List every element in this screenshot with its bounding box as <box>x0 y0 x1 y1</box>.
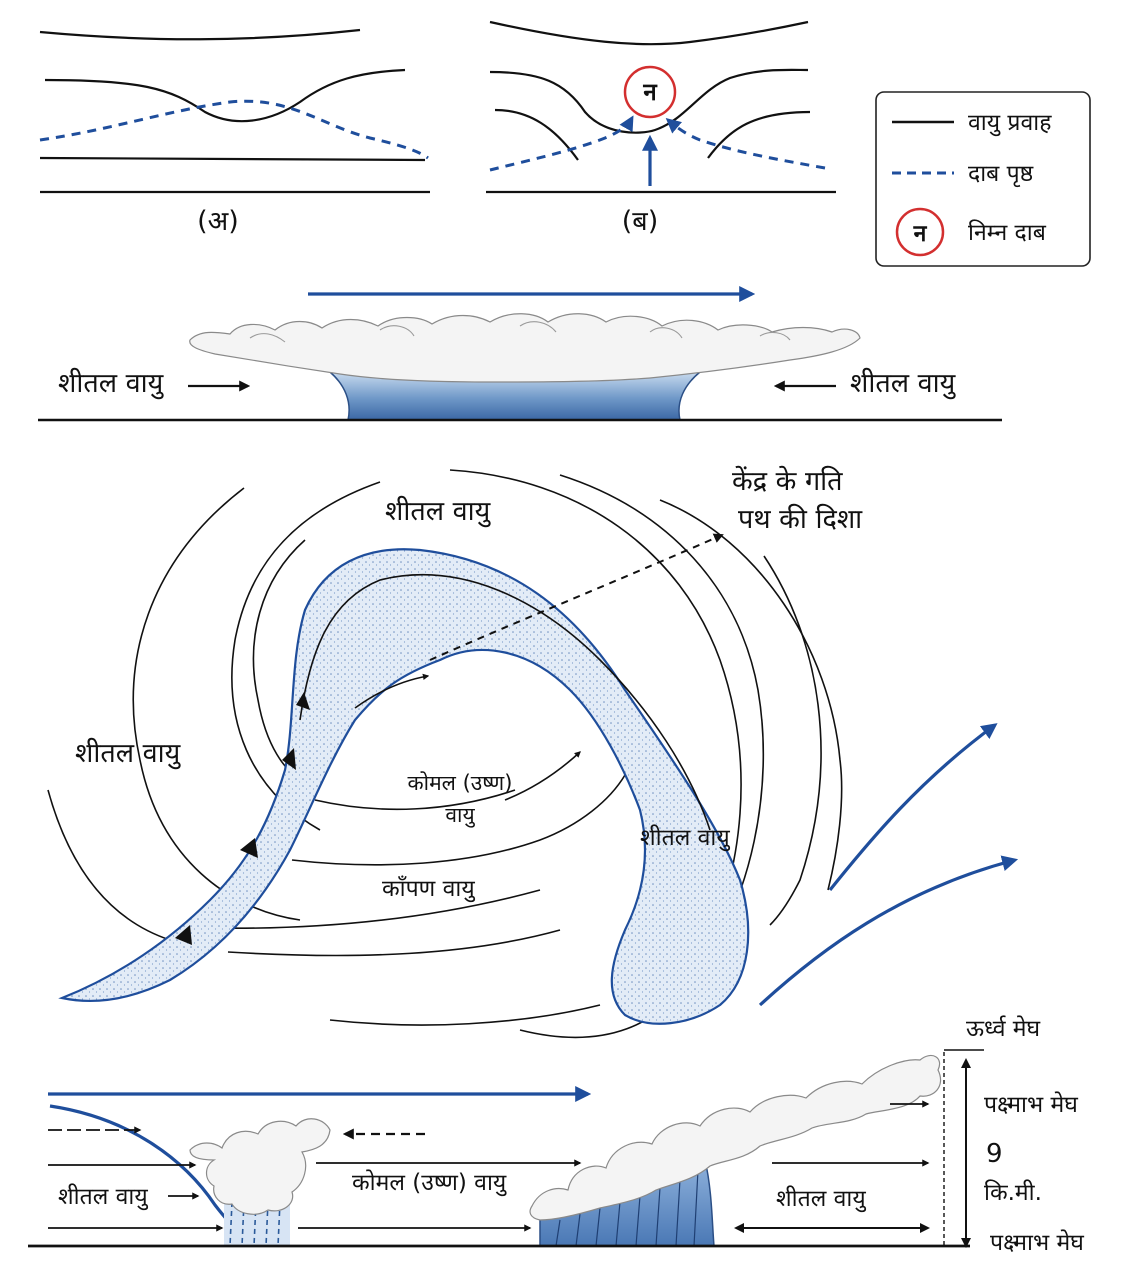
figure-a-caption: (अ) <box>197 206 239 237</box>
warm-air-label-2: वायु <box>445 803 475 828</box>
cirrus-bottom-label: पक्ष्माभ मेघ <box>990 1229 1084 1256</box>
center-path-label-1: केंद्र के गति <box>732 465 843 497</box>
section-4-cross-section: शीतल वायु कोमल (उष्ण) वायु शीतल वायु ऊर्… <box>28 1015 1084 1256</box>
warm-front-cloud <box>529 1055 942 1221</box>
section-2-cross-section: शीतल वायु शीतल वायु <box>38 286 1002 422</box>
cold-air-band-label: शीतल वायु <box>640 824 731 852</box>
legend: वायु प्रवाह दाब पृष्ठ न निम्न दाब <box>875 91 1091 267</box>
legend-low-symbol: न <box>913 221 928 247</box>
stratus-cloud <box>189 313 861 383</box>
figure-a: (अ) <box>39 28 430 237</box>
cold-air-right-label: शीतल वायु <box>850 367 957 400</box>
cold-air-top-label: शीतल वायु <box>385 495 492 528</box>
low-pressure-symbol: न <box>642 78 658 106</box>
figure-b: न (ब) <box>486 20 836 237</box>
low-pressure-circle <box>623 65 677 119</box>
height-value: 9 <box>986 1139 1003 1169</box>
cold-air-left-label-3: शीतल वायु <box>75 737 182 770</box>
figure-b-caption: (ब) <box>622 206 658 237</box>
cold-air-right-label-4: शीतल वायु <box>776 1185 867 1213</box>
center-path-label-2: पथ की दिशा <box>738 503 863 535</box>
cold-air-left-label-4: शीतल वायु <box>58 1183 149 1211</box>
legend-low-circle <box>895 207 945 257</box>
cold-air-band <box>58 548 750 1025</box>
legend-low-pressure-label: निम्न दाब <box>968 219 1047 246</box>
cumulus-cloud <box>189 1118 331 1215</box>
warm-air-label-4: कोमल (उष्ण) वायु <box>352 1169 507 1197</box>
warm-air-label-1: कोमल (उष्ण) <box>408 771 513 795</box>
legend-air-flow-label: वायु प्रवाह <box>968 110 1052 137</box>
high-cloud-label: ऊर्ध्व मेघ <box>966 1015 1041 1042</box>
legend-pressure-surface-label: दाब पृष्ठ <box>968 161 1034 188</box>
cirrus-top-label: पक्ष्माभ मेघ <box>984 1091 1078 1118</box>
occlusion-air-label: काँपण वायु <box>382 875 476 903</box>
section-3-cyclone-plan: शीतल वायु शीतल वायु शीतल वायु केंद्र के … <box>47 465 1019 1039</box>
height-unit: कि.मी. <box>984 1179 1042 1206</box>
cold-air-left-label: शीतल वायु <box>58 367 165 400</box>
center-path-arrow <box>429 533 724 661</box>
